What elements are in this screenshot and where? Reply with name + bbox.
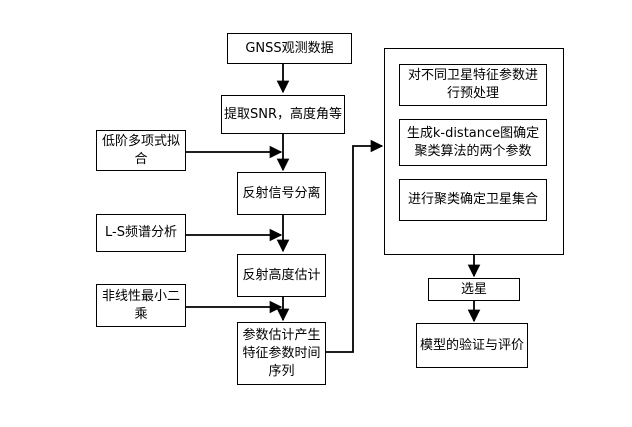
- cluster-select-box: 进行聚类确定卫星集合: [399, 179, 547, 221]
- extract-snr-label: 提取SNR，高度角等: [224, 106, 343, 122]
- ls-spectrum-box: L-S频谱分析: [96, 214, 186, 252]
- k-distance-box: 生成k-distance图确定聚类算法的两个参数: [399, 119, 547, 166]
- low-order-poly-box: 低阶多项式拟合: [96, 130, 186, 171]
- separate-signal-box: 反射信号分离: [237, 172, 326, 215]
- k-distance-label: 生成k-distance图确定聚类算法的两个参数: [406, 125, 540, 159]
- nonlinear-ls-box: 非线性最小二乘: [96, 284, 186, 327]
- reflector-height-label: 反射高度估计: [242, 267, 321, 283]
- gnss-data-box: GNSS观测数据: [227, 33, 352, 64]
- preprocess-label: 对不同卫星特征参数进行预处理: [407, 68, 538, 101]
- reflector-height-box: 反射高度估计: [237, 254, 326, 297]
- preprocess-box: 对不同卫星特征参数进行预处理: [399, 64, 547, 106]
- param-series-box: 参数估计产生特征参数时间序列: [237, 322, 326, 385]
- nonlinear-ls-label: 非线性最小二乘: [101, 288, 180, 322]
- arrow-series-to-group: [326, 139, 384, 353]
- cluster-select-label: 进行聚类确定卫星集合: [407, 192, 538, 207]
- gnss-data-label: GNSS观测数据: [245, 40, 334, 56]
- extract-snr-box: 提取SNR，高度角等: [221, 95, 345, 134]
- separate-signal-label: 反射信号分离: [242, 185, 321, 201]
- validation-label: 模型的验证与评价: [419, 337, 524, 353]
- select-sat-label: 选星: [460, 281, 487, 297]
- ls-spectrum-label: L-S频谱分析: [105, 225, 177, 240]
- validation-box: 模型的验证与评价: [416, 323, 528, 368]
- param-series-label: 参数估计产生特征参数时间序列: [242, 327, 321, 379]
- low-order-poly-label: 低阶多项式拟合: [101, 133, 180, 167]
- select-sat-box: 选星: [428, 278, 520, 301]
